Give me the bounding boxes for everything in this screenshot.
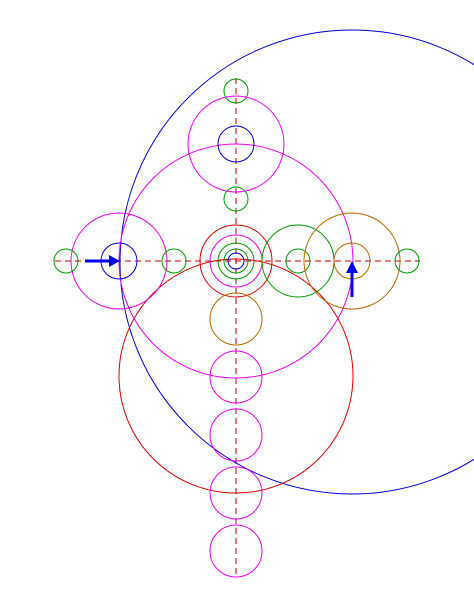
right-arrow-icon <box>85 255 120 267</box>
lower-magenta-circle-4 <box>209 524 263 578</box>
up-arrow-icon <box>346 261 358 297</box>
right-orange-circle <box>303 212 401 310</box>
axis-lines <box>55 78 420 578</box>
center-green-circle-inner <box>223 248 249 274</box>
left-inner-green-circle <box>161 248 187 274</box>
lower-magenta-circle-1 <box>209 350 263 404</box>
center-red-circle <box>199 224 273 298</box>
large-red-circle <box>118 258 354 494</box>
far-left-green-circle <box>53 248 79 274</box>
circles <box>53 29 474 578</box>
large-blue-circle <box>119 29 474 495</box>
far-right-green-circle <box>394 248 420 274</box>
upper-green-circle <box>223 186 249 212</box>
arrows <box>85 255 358 297</box>
left-magenta-circle <box>70 212 168 310</box>
lower-magenta-circle-3 <box>209 466 263 520</box>
lower-orange-circle <box>209 292 263 346</box>
center-green-circle-outer <box>217 242 255 280</box>
upper-blue-circle <box>217 125 255 163</box>
center-blue-circle <box>227 252 245 270</box>
top-green-circle <box>223 78 249 104</box>
upper-magenta-circle <box>187 95 285 193</box>
lower-magenta-circle-2 <box>209 408 263 462</box>
right-small-green-circle <box>285 248 311 274</box>
